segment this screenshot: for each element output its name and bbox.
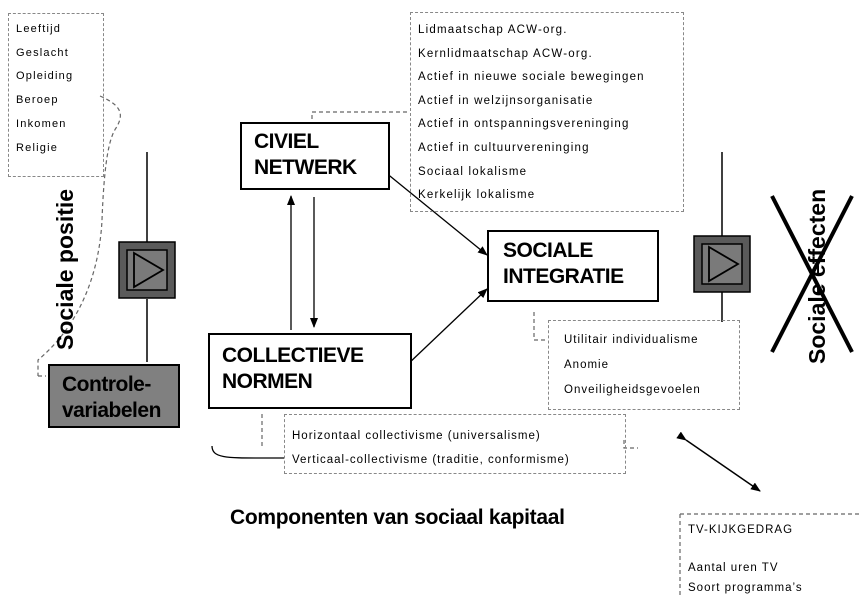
integration-items-bracket [533, 312, 548, 341]
civil-network-line2: NETWERK [254, 156, 357, 179]
collective-norms-items: Horizontaal collectivisme (universalisme… [292, 424, 570, 472]
collective-norms-line2: NORMEN [222, 370, 313, 393]
social-integration-items-box [548, 320, 740, 410]
social-position-box [8, 13, 104, 177]
civil-network-bracket [311, 111, 410, 126]
tv-box-outline [679, 513, 860, 596]
list-item: Kerkelijk lokalisme [418, 189, 536, 202]
list-item: Utilitair individualisme [564, 334, 699, 346]
list-item: Verticaal-collectivisme (traditie, confo… [292, 454, 570, 466]
social-position-list: Leeftijd Geslacht Opleiding Beroep Inkom… [16, 18, 73, 160]
list-item: Sociaal lokalisme [418, 165, 528, 178]
left-play-icon [118, 241, 176, 299]
control-variables-box: Controle- variabelen [48, 364, 180, 428]
control-line1: Controle- [62, 373, 151, 396]
tv-title: TV-KIJKGEDRAG [688, 524, 794, 536]
social-position-bracket [37, 95, 121, 376]
social-effects-label: Sociale effecten [804, 188, 830, 364]
list-item: Lidmaatschap ACW-org. [418, 24, 568, 36]
collective-norms-items-box [284, 414, 626, 474]
civil-network-box: CIVIEL NETWERK [240, 122, 390, 190]
control-line2: variabelen [62, 399, 161, 422]
list-item: Opleiding [16, 70, 74, 83]
list-item: Anomie [564, 359, 609, 371]
list-item: Actief in ontspanningsvereninging [418, 118, 630, 131]
list-item: Actief in cultuurvereninging [418, 141, 590, 154]
civil-network-line1: CIVIEL [254, 130, 319, 153]
civil-network-items-box [410, 12, 684, 212]
arrow-civiel-to-integratie [384, 171, 488, 256]
right-play-icon [693, 235, 751, 293]
tv-double-arrow [676, 431, 761, 492]
list-item: Onveiligheidsgevoelen [564, 384, 701, 396]
diagram-caption: Componenten van sociaal kapitaal [230, 506, 565, 529]
list-item: Leeftijd [16, 23, 62, 35]
social-integration-box: SOCIALE INTEGRATIE [487, 230, 659, 302]
list-item: Actief in nieuwe sociale bewegingen [418, 71, 645, 84]
collective-norms-box: COLLECTIEVE NORMEN [208, 333, 412, 409]
list-item: Inkomen [16, 117, 67, 130]
list-item: Beroep [16, 94, 59, 107]
social-position-label: Sociale positie [52, 188, 78, 350]
collective-norms-line1: COLLECTIEVE [222, 344, 364, 367]
list-item: Aantal uren TV [688, 562, 779, 574]
social-integration-line2: INTEGRATIE [503, 265, 624, 288]
tv-box: TV-KIJKGEDRAG Aantal uren TV Soort progr… [688, 520, 803, 598]
social-integration-items: Utilitair individualisme Anomie Onveilig… [564, 328, 701, 403]
arrow-normen-to-integratie [406, 288, 488, 366]
list-item: Religie [16, 141, 59, 154]
list-item: Actief in welzijnsorganisatie [418, 94, 594, 107]
norms-items-bracket [211, 445, 284, 459]
list-item: Horizontaal collectivisme (universalisme… [292, 430, 541, 442]
list-item: Kernlidmaatschap ACW-org. [418, 47, 593, 60]
civil-network-items: Lidmaatschap ACW-org. Kernlidmaatschap A… [418, 19, 645, 208]
list-item: Soort programma’s [688, 582, 803, 594]
social-integration-line1: SOCIALE [503, 239, 593, 262]
list-item: Geslacht [16, 46, 70, 59]
